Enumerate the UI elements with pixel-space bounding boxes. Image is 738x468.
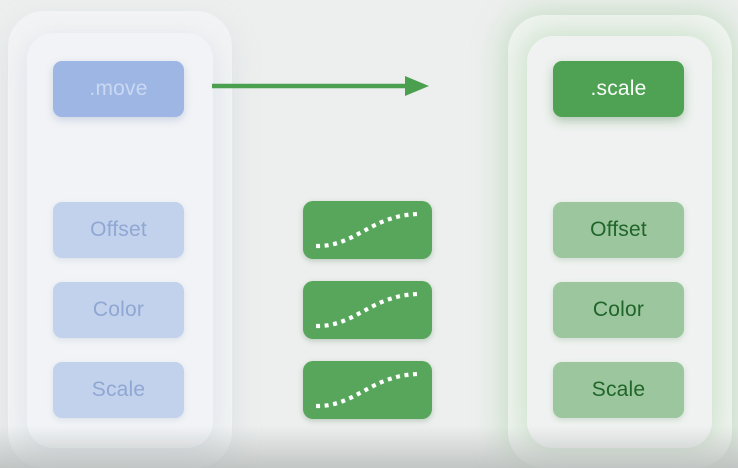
ease-in-out-curve-icon: [315, 291, 420, 329]
ease-in-out-curve-icon: [315, 371, 420, 409]
move-transition-button: .move: [53, 61, 184, 117]
right-scale-chip: Scale: [553, 362, 684, 418]
move-transition-panel: .move Offset Color Scale: [27, 33, 213, 448]
ease-curve-tile: [303, 201, 432, 259]
right-color-chip: Color: [553, 282, 684, 338]
right-offset-chip: Offset: [553, 202, 684, 258]
ease-in-out-curve-icon: [315, 211, 420, 249]
ease-curve-tile: [303, 281, 432, 339]
ease-curve-tile: [303, 361, 432, 419]
scale-transition-panel: .scale Offset Color Scale: [527, 36, 712, 448]
scale-transition-button: .scale: [553, 61, 684, 117]
right-arrow-icon: [212, 76, 429, 96]
left-color-chip: Color: [53, 282, 184, 338]
left-scale-chip: Scale: [53, 362, 184, 418]
left-offset-chip: Offset: [53, 202, 184, 258]
